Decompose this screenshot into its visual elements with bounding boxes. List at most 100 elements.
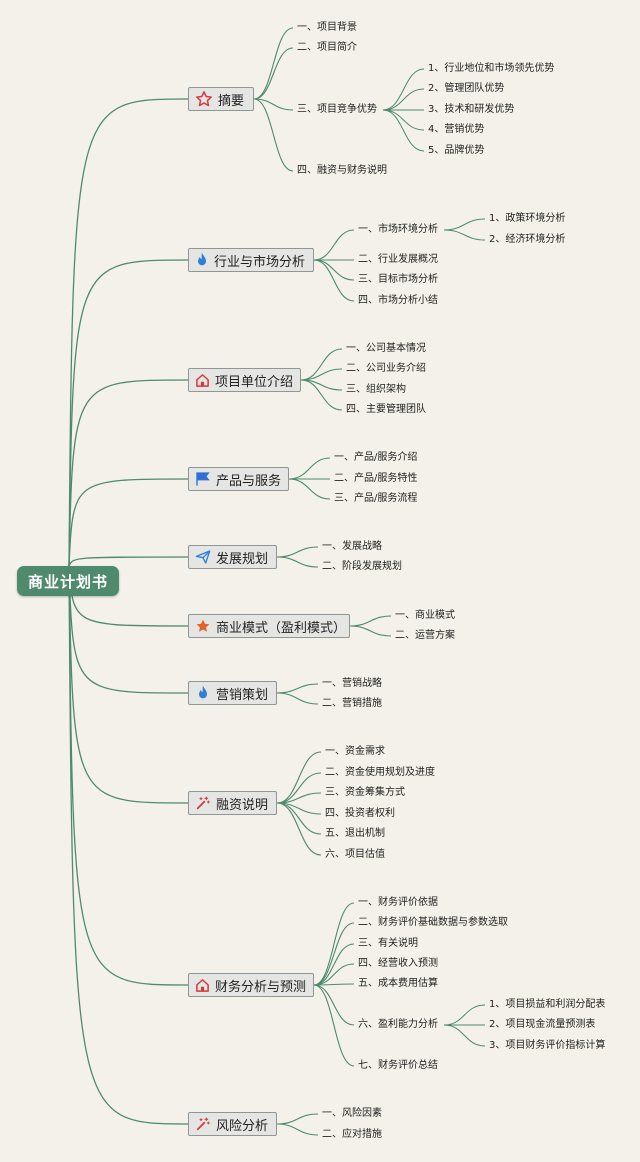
connector-line xyxy=(288,457,331,480)
subtopic[interactable]: 三、资金筹集方式 xyxy=(325,787,405,798)
subtopic[interactable]: 二、行业发展概况 xyxy=(358,254,438,265)
connector-line xyxy=(300,348,343,381)
flame-icon xyxy=(195,684,211,702)
home-icon xyxy=(195,976,210,994)
sub-subtopic[interactable]: 1、政策环境分析 xyxy=(489,213,566,224)
connector-line xyxy=(443,1024,486,1047)
flame-icon xyxy=(195,251,209,269)
paper-plane-icon xyxy=(195,548,211,566)
connector-line xyxy=(276,751,322,804)
connector-line xyxy=(68,379,189,567)
connector-line xyxy=(313,229,355,261)
subtopic[interactable]: 二、资金使用规划及进度 xyxy=(325,767,435,778)
connector-line xyxy=(68,565,189,694)
subtopic[interactable]: 七、财务评价总结 xyxy=(358,1060,438,1071)
sub-subtopic[interactable]: 1、项目损益和利润分配表 xyxy=(489,999,606,1010)
sub-subtopic[interactable]: 2、经济环境分析 xyxy=(489,234,566,245)
branch-label: 摘要 xyxy=(218,93,245,109)
branch-label: 财务分析与预测 xyxy=(215,979,307,995)
connector-line xyxy=(300,368,343,381)
connector-line xyxy=(382,109,425,131)
subtopic[interactable]: 二、产品/服务特性 xyxy=(334,473,418,484)
subtopic[interactable]: 六、项目估值 xyxy=(325,849,385,860)
connector-line xyxy=(276,1123,319,1136)
sub-subtopic[interactable]: 4、营销优势 xyxy=(428,124,485,135)
subtopic[interactable]: 一、商业模式 xyxy=(395,610,455,621)
subtopic[interactable]: 三、组织架构 xyxy=(346,384,406,395)
subtopic[interactable]: 一、营销战略 xyxy=(322,678,382,689)
subtopic[interactable]: 一、公司基本情况 xyxy=(346,343,426,354)
connector-line xyxy=(276,692,319,705)
subtopic[interactable]: 三、有关说明 xyxy=(358,938,418,949)
connector-line xyxy=(253,47,294,100)
subtopic[interactable]: 一、市场环境分析 xyxy=(358,224,438,235)
connector-line xyxy=(276,556,319,568)
connector-line xyxy=(276,1113,319,1125)
branch-topic[interactable]: 摘要 xyxy=(188,87,254,111)
connector-line xyxy=(276,802,322,856)
subtopic[interactable]: 三、目标市场分析 xyxy=(358,274,438,285)
connector-line xyxy=(443,229,486,241)
subtopic[interactable]: 二、营销措施 xyxy=(322,698,382,709)
magic-wand-icon xyxy=(195,1115,211,1133)
subtopic[interactable]: 四、市场分析小结 xyxy=(358,295,438,306)
connector-line xyxy=(288,478,331,500)
subtopic[interactable]: 一、风险因素 xyxy=(322,1108,382,1119)
subtopic[interactable]: 二、公司业务介绍 xyxy=(346,363,426,374)
branch-topic[interactable]: 财务分析与预测 xyxy=(188,973,314,997)
subtopic[interactable]: 五、成本费用估算 xyxy=(358,978,438,989)
connector-line xyxy=(313,922,355,986)
connector-line xyxy=(313,943,355,986)
subtopic[interactable]: 五、退出机制 xyxy=(325,828,385,839)
subtopic[interactable]: 二、运营方案 xyxy=(395,630,455,641)
connector-line xyxy=(313,259,355,302)
connector-line xyxy=(313,984,355,1067)
sub-subtopic[interactable]: 5、品牌优势 xyxy=(428,145,485,156)
subtopic[interactable]: 二、阶段发展规划 xyxy=(322,561,402,572)
subtopic[interactable]: 六、盈利能力分析 xyxy=(358,1019,438,1030)
connector-line xyxy=(382,88,425,111)
sub-subtopic[interactable]: 2、管理团队优势 xyxy=(428,83,505,94)
connector-line xyxy=(68,565,189,1125)
sub-subtopic[interactable]: 1、行业地位和市场领先优势 xyxy=(428,63,555,74)
subtopic[interactable]: 二、应对措施 xyxy=(322,1129,382,1140)
root-topic[interactable]: 商业计划书 xyxy=(17,566,119,596)
subtopic[interactable]: 三、项目竞争优势 xyxy=(297,104,377,115)
subtopic[interactable]: 四、投资者权利 xyxy=(325,808,395,819)
subtopic[interactable]: 一、资金需求 xyxy=(325,746,385,757)
subtopic[interactable]: 三、产品/服务流程 xyxy=(334,493,418,504)
magic-wand-icon xyxy=(195,794,211,812)
subtopic[interactable]: 四、融资与财务说明 xyxy=(297,165,387,176)
subtopic[interactable]: 四、经营收入预测 xyxy=(358,958,438,969)
branch-label: 营销策划 xyxy=(215,687,268,703)
branch-label: 项目单位介绍 xyxy=(215,374,294,390)
sub-subtopic[interactable]: 3、项目财务评价指标计算 xyxy=(489,1040,606,1051)
branch-topic[interactable]: 营销策划 xyxy=(188,681,277,705)
subtopic[interactable]: 二、财务评价基础数据与参数选取 xyxy=(358,917,508,928)
connector-line xyxy=(68,565,189,986)
branch-label: 风险分析 xyxy=(216,1118,269,1134)
subtopic[interactable]: 一、财务评价依据 xyxy=(358,897,438,908)
star-filled-icon xyxy=(195,617,211,635)
connector-line xyxy=(313,259,355,281)
subtopic[interactable]: 四、主要管理团队 xyxy=(346,404,426,415)
sub-subtopic[interactable]: 2、项目现金流量预测表 xyxy=(489,1019,596,1030)
connector-line xyxy=(443,218,486,231)
branch-topic[interactable]: 产品与服务 xyxy=(188,467,289,491)
subtopic[interactable]: 二、项目简介 xyxy=(297,42,357,53)
branch-topic[interactable]: 行业与市场分析 xyxy=(188,248,314,272)
branch-topic[interactable]: 商业模式（盈利模式） xyxy=(188,614,350,638)
branch-label: 产品与服务 xyxy=(216,473,282,489)
sub-subtopic[interactable]: 3、技术和研发优势 xyxy=(428,104,515,115)
branch-topic[interactable]: 项目单位介绍 xyxy=(188,368,301,392)
branch-label: 发展规划 xyxy=(216,551,269,567)
connector-line xyxy=(313,984,355,1026)
branch-topic[interactable]: 发展规划 xyxy=(188,545,277,569)
subtopic[interactable]: 一、项目背景 xyxy=(297,22,357,33)
branch-topic[interactable]: 风险分析 xyxy=(188,1112,277,1136)
subtopic[interactable]: 一、发展战略 xyxy=(322,541,382,552)
connector-line xyxy=(313,963,355,986)
branch-topic[interactable]: 融资说明 xyxy=(188,791,277,815)
subtopic[interactable]: 一、产品/服务介绍 xyxy=(334,452,418,463)
